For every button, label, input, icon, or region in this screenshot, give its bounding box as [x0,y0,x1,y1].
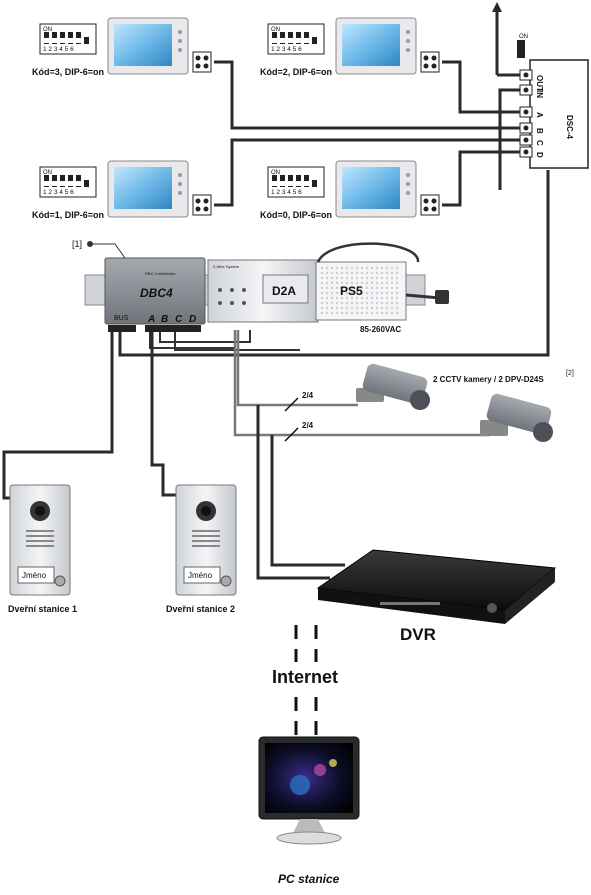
switch-port-label: OUT [535,75,544,92]
door-station-caption: Dveřní stanice 2 [166,604,235,614]
internet-label: Internet [272,667,338,687]
monitor-code-label: Kód=2, DIP-6=on [260,67,332,77]
dip-on-label: ON [271,27,280,33]
dip-on-label: ON [43,170,52,176]
arrow-up-icon [492,2,502,12]
pc-screen [265,743,353,813]
dip-switch-m1: ON 1 2 3 4 5 6 [39,166,97,198]
din-rail-devices: DBC-4 distributor DBC4 BUS A B C D 2-Wir… [72,239,449,334]
indoor-monitor-m3: ON 1 2 3 4 5 6 Kód=3, DIP-6=on [32,17,212,77]
dbc4-port-a: A [147,314,155,325]
cctv-camera-1 [356,363,430,410]
monitor-screen [114,167,172,209]
dip-numbers: 1 2 3 4 5 6 [271,189,302,196]
switch-port-label: A [535,112,544,118]
dip-switch-m2: ON 1 2 3 4 5 6 [267,23,325,55]
switch-box-name: DSC-4 [565,115,574,140]
monitor-screen [342,167,400,209]
dvr-label: DVR [400,625,436,644]
d2a-header: 2-Wire System [213,264,240,269]
dip-on-label: ON [271,170,280,176]
switch-port-label: IN [535,90,544,98]
pc-label: PC stanice [278,872,340,886]
name-plate [17,566,55,584]
call-button[interactable] [220,575,232,587]
ref-1-label: [1] [72,239,82,249]
dbc4-port-b: B [161,314,168,325]
monitor-code-label: Kód=1, DIP-6=on [32,210,104,220]
name-plate-label: Jméno [188,571,213,580]
monitor-screen [114,24,172,66]
switch-port-label: D [535,152,544,158]
d2a-label: D2A [272,284,296,298]
cctv-camera-2 [480,393,553,442]
dbc4-label: DBC4 [140,286,173,300]
cctv-label: 2 CCTV kamery / 2 DPV-D24S [433,375,544,384]
cable-label-1: 2/4 [302,391,314,400]
dip-numbers: 1 2 3 4 5 6 [271,46,302,53]
dbc4-module [104,257,206,325]
name-plate-label: Jméno [22,571,47,580]
ps5-module [315,261,407,321]
monitor-code-label: Kód=0, DIP-6=on [260,210,332,220]
switch-toggle-icon [517,40,525,58]
switch-port-label: C [535,140,544,146]
call-button[interactable] [54,575,66,587]
indoor-monitor-m2: ON 1 2 3 4 5 6 Kód=2, DIP-6=on [260,17,440,77]
cable-label-2: 2/4 [302,421,314,430]
dbc4-subtitle: DBC-4 distributor [145,271,176,276]
dip-on-label: ON [43,27,52,33]
indoor-monitor-m0: ON 1 2 3 4 5 6 Kód=0, DIP-6=on [260,160,440,220]
wiring [2,2,550,735]
switch-port-label: B [535,128,544,134]
ref-2-label: [2] [566,370,574,377]
dip-numbers: 1 2 3 4 5 6 [43,189,74,196]
dbc4-port-d: D [189,314,196,325]
ps5-label: PS5 [340,284,363,298]
dbc4-port-c: C [175,314,183,325]
pc-station: PC stanice [258,736,360,886]
name-plate [183,566,221,584]
switch-on-label: ON [519,34,528,40]
dbc4-bus-label: BUS [114,315,129,322]
monitor-code-label: Kód=3, DIP-6=on [32,67,104,77]
dip-numbers: 1 2 3 4 5 6 [43,46,74,53]
indoor-monitor-m1: ON 1 2 3 4 5 6 Kód=1, DIP-6=on [32,160,212,220]
ps5-voltage-label: 85-260VAC [360,325,401,334]
monitor-screen [342,24,400,66]
dip-switch-m0: ON 1 2 3 4 5 6 [267,166,325,198]
dvr-device: DVR [316,549,557,644]
power-plug-icon [435,290,449,304]
dip-switch-m3: ON 1 2 3 4 5 6 [39,23,97,55]
door-station-caption: Dveřní stanice 1 [8,604,77,614]
